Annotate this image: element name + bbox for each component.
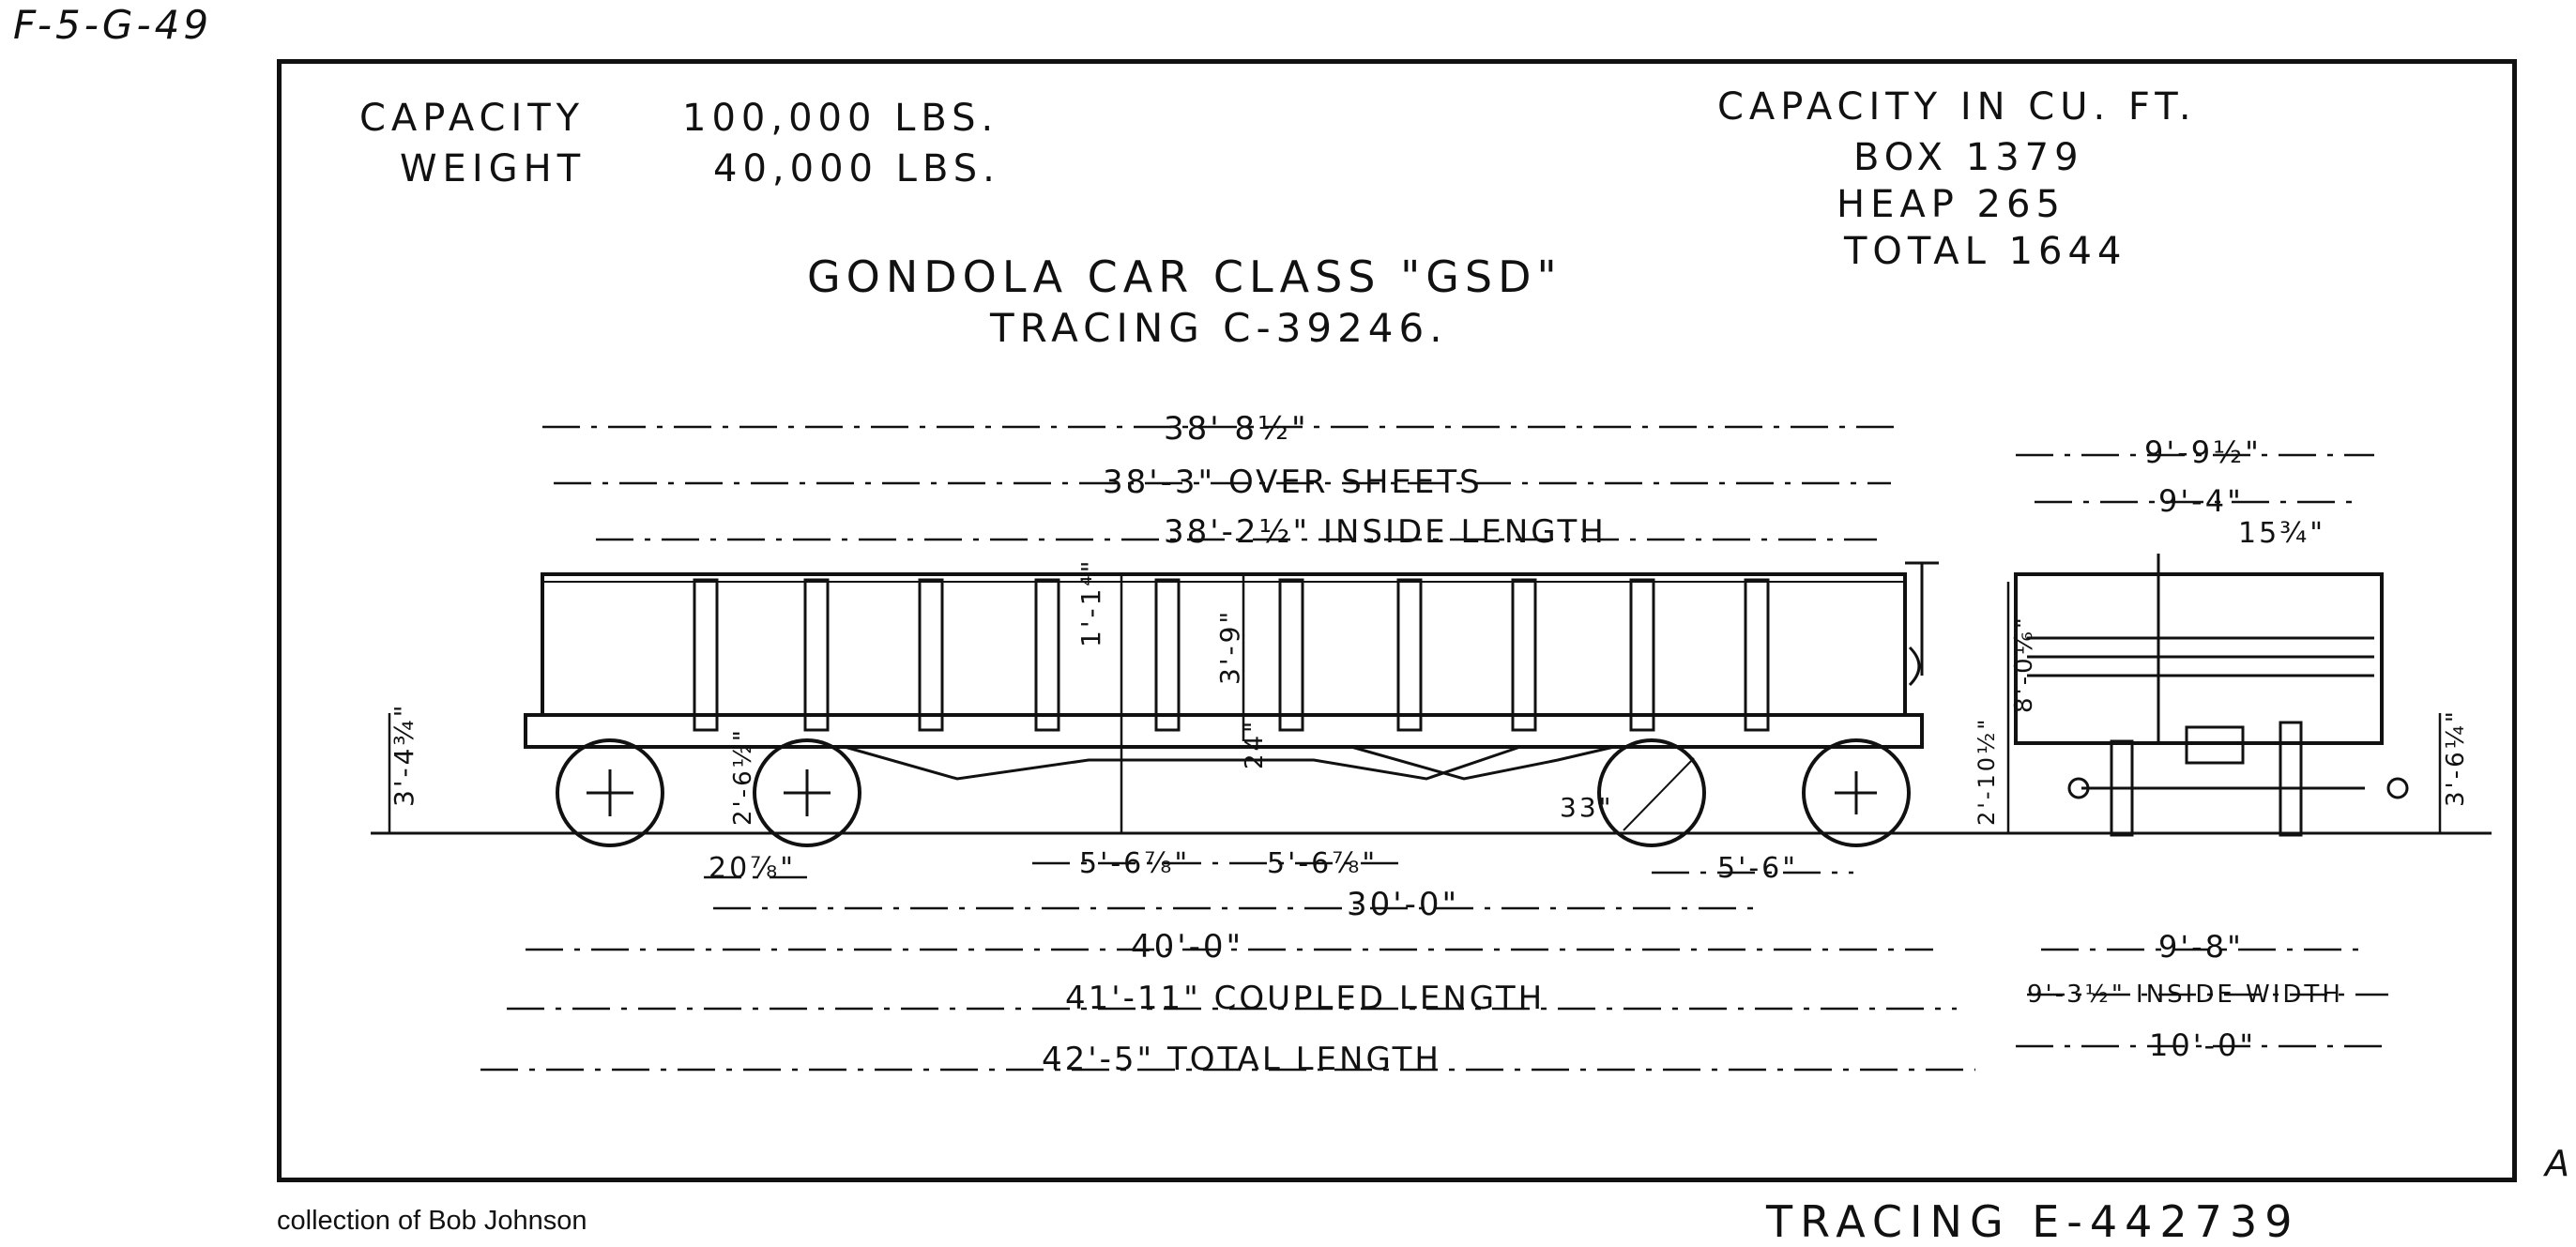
drawing-frame (277, 59, 2517, 1182)
dim-side-height-2: 3'-9" (1214, 609, 1245, 685)
dim-wheelbase: 5'-6" (1717, 852, 1798, 885)
dim-end-height: 8'-0⅙" (2010, 615, 2038, 713)
credit-text: collection of Bob Johnson (277, 1206, 587, 1236)
dim-end-36: 3'-6¼" (2442, 708, 2470, 807)
cuft-title: CAPACITY IN CU. FT. (1717, 85, 2197, 129)
dim-width-bottom: 9'-8" (2158, 929, 2244, 965)
dim-floor-height: 3'-4¾" (389, 703, 419, 807)
edge-mark: A (2545, 1143, 2569, 1184)
dim-over-all: 38' 8½" (1164, 410, 1309, 448)
dim-inside-width: 9'-3½" INSIDE WIDTH (2027, 981, 2343, 1009)
dim-truck-centers: 30'-0" (1347, 886, 1459, 923)
dim-overall-width: 10'-0" (2149, 1027, 2256, 1063)
weight-label: WEIGHT (400, 147, 587, 190)
capacity-label: CAPACITY (359, 97, 586, 140)
dim-coupled-length: 41'-11" COUPLED LENGTH (1065, 980, 1545, 1017)
dim-end-width-2: 9'-4" (2158, 483, 2244, 519)
tracing-top: TRACING C-39246. (990, 305, 1448, 351)
dim-end-102: 2'-10½" (1974, 717, 2000, 826)
dim-base-24: 24" (1241, 719, 1269, 769)
dim-over-body: 40'-0" (1131, 928, 1243, 966)
dim-end-width-top: 9'-9½" (2144, 434, 2262, 470)
dim-wheel-off: 2'-6½" (729, 727, 757, 826)
weight-value: 40,000 LBS. (713, 147, 1000, 190)
dim-inside-length: 38'-2½" INSIDE LENGTH (1164, 513, 1607, 551)
dim-axle-offset: 20⅞" (709, 852, 796, 885)
dim-wheel-dia: 33" (1560, 792, 1614, 823)
dim-dist-a: 5'-6⅞" (1079, 847, 1190, 880)
dim-over-sheets: 38'-3" OVER SHEETS (1103, 464, 1483, 501)
tracing-bottom: TRACING E-442739 (1766, 1196, 2300, 1247)
cuft-heap: HEAP 265 (1837, 183, 2065, 226)
dim-side-height-1: 1'-1⁴" (1075, 557, 1106, 647)
cuft-total: TOTAL 1644 (1844, 230, 2127, 273)
dim-total-length: 42'-5" TOTAL LENGTH (1042, 1041, 1441, 1078)
cuft-box: BOX 1379 (1853, 136, 2084, 179)
drawing-title: GONDOLA CAR CLASS "GSD" (807, 251, 1562, 302)
dim-dist-b: 5'-6⅞" (1267, 847, 1378, 880)
capacity-value: 100,000 LBS. (682, 97, 999, 140)
sheet-id: F-5-G-49 (13, 2, 213, 48)
dim-end-15: 15¾" (2238, 517, 2325, 550)
